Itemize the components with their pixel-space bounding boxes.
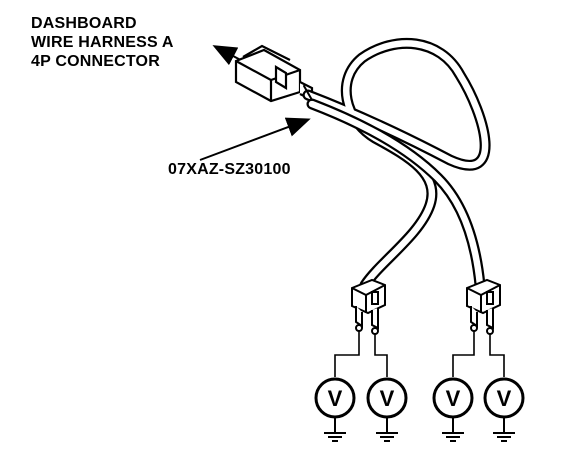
- ground-icon: [493, 417, 515, 442]
- four-pin-connector: [234, 44, 314, 103]
- voltmeter-2: V: [366, 377, 408, 419]
- harness-cable: [302, 37, 491, 291]
- connector-label-line-3: 4P CONNECTOR: [31, 53, 160, 70]
- ground-icon: [376, 417, 398, 442]
- connector-label: DASHBOARD WIRE HARNESS A 4P CONNECTOR: [31, 14, 174, 71]
- connector-label-line-1: DASHBOARD: [31, 15, 137, 32]
- connector-label-line-2: WIRE HARNESS A: [31, 34, 174, 51]
- part-number-label: 07XAZ-SZ30100: [168, 161, 291, 178]
- right-probe-plug: [466, 278, 501, 335]
- ground-icon: [324, 417, 346, 442]
- voltmeter-3-symbol: V: [446, 386, 461, 411]
- voltmeter-3: V: [432, 377, 474, 419]
- ground-icon: [442, 417, 464, 442]
- meter-leads: [334, 331, 505, 377]
- part-number-leader-arrow: [199, 117, 311, 161]
- ground-symbols: [324, 417, 515, 442]
- voltmeter-2-symbol: V: [380, 386, 395, 411]
- voltmeter-4-symbol: V: [497, 386, 512, 411]
- voltmeter-1: V: [314, 377, 356, 419]
- voltmeter-4: V: [483, 377, 525, 419]
- left-probe-plug: [351, 278, 386, 335]
- voltmeter-1-symbol: V: [328, 386, 343, 411]
